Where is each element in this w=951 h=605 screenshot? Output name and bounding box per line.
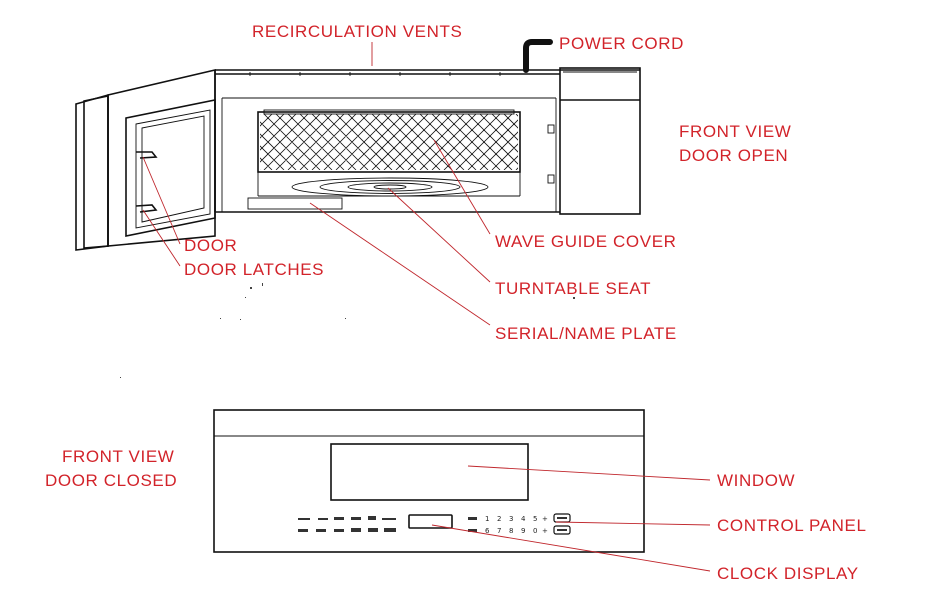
keypad-0: 0 [533,527,537,535]
serial-name-plate-label: SERIAL/NAME PLATE [495,324,677,343]
keypad-9: 9 [521,527,525,535]
front-view-open-line1: FRONT VIEW [679,122,791,141]
clock-display [408,514,453,529]
keypad-3: 3 [509,515,513,523]
leader-lines-top [142,42,491,326]
open-door [75,68,216,251]
keypad-1: 1 [485,515,489,523]
window [330,443,529,501]
keypad-2: 2 [497,515,501,523]
cabinet [214,69,640,213]
keypad-4: 4 [521,515,526,523]
door-label: DOOR [184,236,237,255]
keypad-6: 6 [485,527,490,535]
keypad-5: 5 [533,515,537,523]
recirculation-vents-label: RECIRCULATION VENTS [252,22,462,41]
microwave-open-drawing [75,39,641,251]
front-view-open-line2: DOOR OPEN [679,146,788,165]
keypad-7: 7 [497,527,501,535]
window-label: WINDOW [717,471,795,490]
scan-specks [120,283,575,378]
leader-lines-bottom [431,465,711,572]
plus-icon: + [542,515,548,523]
control-side-block [547,67,641,215]
microwave-closed-drawing: 1 2 3 4 5 6 7 8 9 0 + + [213,409,645,553]
minus-icon: + [542,527,548,535]
front-view-closed-line2: DOOR CLOSED [45,471,177,490]
door-latches-label: DOOR LATCHES [184,260,324,279]
front-view-closed-line1: FRONT VIEW [62,447,174,466]
clock-display-label: CLOCK DISPLAY [717,564,859,583]
power-cord-label: POWER CORD [559,34,684,53]
wave-guide-cover-label: WAVE GUIDE COVER [495,232,677,251]
turntable-seat [291,177,489,197]
keypad-8: 8 [509,527,513,535]
control-panel-label: CONTROL PANEL [717,516,867,535]
wave-guide-cover [257,109,521,173]
power-cord [523,39,553,73]
turntable-area [257,172,521,197]
serial-name-plate [247,197,343,210]
turntable-seat-label: TURNTABLE SEAT [495,279,651,298]
control-panel: 1 2 3 4 5 6 7 8 9 0 + + [298,513,571,535]
